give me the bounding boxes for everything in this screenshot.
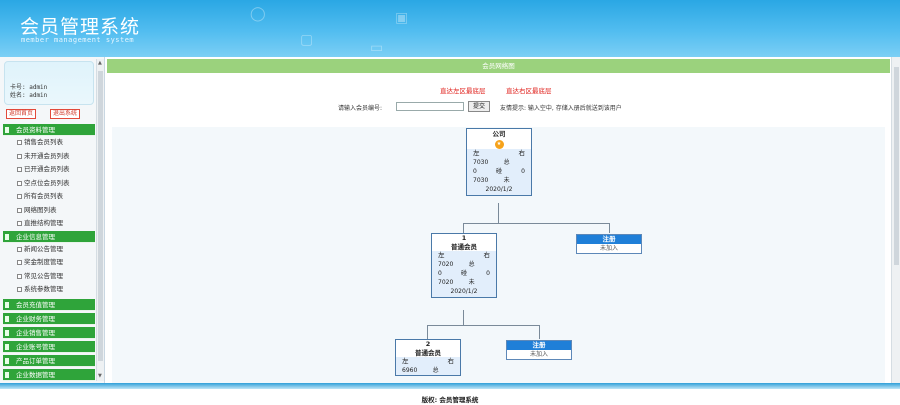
menu-item[interactable]: 系统参数管理 [3,283,95,297]
menu-group-data[interactable]: 企业数据管理 [3,368,95,381]
menu-group-sales[interactable]: 企业销售管理 [3,326,95,339]
menu-group-accounts[interactable]: 企业账号管理 [3,340,95,353]
item-checkbox-icon [17,140,22,145]
tree-connector [427,325,540,326]
submit-button[interactable]: 提交 [468,101,490,112]
logout-button[interactable]: 退出系统 [50,109,81,119]
tree-connector [609,223,610,233]
node-date: 2020/1/2 [467,185,531,195]
menu-item[interactable]: 空点位会员列表 [3,177,95,191]
tree-connector [463,223,464,233]
menu-group-icon [5,371,9,378]
register-slot-right[interactable]: 注册 未加入 [576,234,642,254]
chat-icon: ▢ [300,32,314,48]
menu-group-icon [5,233,9,240]
member-number-input[interactable] [396,102,464,111]
menu-group-icon [5,301,9,308]
item-checkbox-icon [17,287,22,292]
register-link[interactable]: 注册 [507,341,571,350]
menu-item[interactable]: 直推结构管理 [3,217,95,231]
menu-group-icon [5,343,9,350]
item-checkbox-icon [17,194,22,199]
menu-group-recharge[interactable]: 会员充值管理 [3,298,95,311]
node-title: 公司 [467,129,531,138]
tree-connector [463,223,610,224]
menu-group-orders[interactable]: 产品订单管理 [3,354,95,367]
user-card-number: 卡号: admin [10,84,48,91]
item-checkbox-icon [17,273,22,279]
menu-item[interactable]: 网络图列表 [3,204,95,218]
node-date: 2020/1/2 [432,287,496,297]
menu-item[interactable]: 销售会员列表 [3,136,95,150]
main-panel: 会员网络图 直达左区最底层 直达右区最底层 请输入会员编号: 提交 友情提示: … [106,57,891,383]
tv-icon: ▣ [395,10,409,26]
menu-item[interactable]: 常见公告管理 [3,270,95,284]
menu-group-icon [5,127,9,133]
doc-icon: ▭ [370,40,384,56]
menu-group-icon [5,329,9,336]
rank-badge-icon: ★ [494,140,504,149]
home-button[interactable]: 返回首页 [6,109,37,119]
item-checkbox-icon [17,221,22,226]
tree-connector [539,325,540,339]
footer-bar [0,383,900,389]
scroll-down-icon[interactable]: ▼ [98,373,102,379]
scrollbar-thumb[interactable] [894,67,899,265]
sidebar-scrollbar[interactable]: ▲ ▼ [96,59,104,381]
menu-item[interactable]: 新闻公告管理 [3,243,95,257]
link-right-bottom[interactable]: 直达右区最底层 [506,87,552,95]
item-checkbox-icon [17,153,22,159]
tree-connector [498,203,499,223]
menu-item[interactable]: 已开通会员列表 [3,163,95,177]
link-left-bottom[interactable]: 直达左区最底层 [440,87,486,95]
header-banner: ◯ ▢ ▭ ▣ 会员管理系统 member management system [0,0,900,57]
item-checkbox-icon [17,246,22,252]
user-name: 姓名: admin [10,92,48,99]
footer: 版权: 会员管理系统 [0,383,900,405]
sidebar: 卡号: admin 姓名: admin 返回首页 退出系统 会员资料管理 销售会… [0,57,105,383]
app-subtitle: member management system [21,36,135,44]
menu-group-finance[interactable]: 企业财务管理 [3,312,95,325]
item-checkbox-icon [17,180,22,186]
scroll-up-icon[interactable]: ▲ [98,60,102,66]
menu-group-icon [5,315,9,322]
bubble-icon: ◯ [250,6,266,22]
item-checkbox-icon [17,260,22,265]
tree-connector [463,310,464,325]
menu-item[interactable]: 所有会员列表 [3,190,95,204]
hint-text: 友情提示: 输入空中, 存储入册后就送到该用户 [500,105,622,112]
menu-item[interactable]: 奖金制度管理 [3,256,95,270]
menu-group-company-info[interactable]: 企业信息管理 [3,230,95,243]
search-label: 请输入会员编号: [338,105,383,112]
node-title: 普通会员 [396,348,460,357]
page-title: 会员网络图 [107,59,890,73]
register-slot-right-2[interactable]: 注册 未加入 [506,340,572,360]
menu-group-member-data[interactable]: 会员资料管理 [3,124,95,136]
item-checkbox-icon [17,207,22,213]
node-title: 普通会员 [432,242,496,251]
item-checkbox-icon [17,167,22,172]
menu-item[interactable]: 未开通会员列表 [3,150,95,164]
user-info-box: 卡号: admin 姓名: admin [4,61,94,105]
tree-connector [427,325,428,339]
main-scrollbar[interactable] [891,57,900,383]
scrollbar-thumb[interactable] [98,71,103,361]
register-link[interactable]: 注册 [577,235,641,244]
app-title: 会员管理系统 [20,16,141,38]
copyright-text: 版权: 会员管理系统 [421,396,479,404]
sidebar-menu: 会员资料管理 销售会员列表 未开通会员列表 已开通会员列表 空点位会员列表 所有… [3,124,95,381]
menu-group-icon [5,357,9,364]
